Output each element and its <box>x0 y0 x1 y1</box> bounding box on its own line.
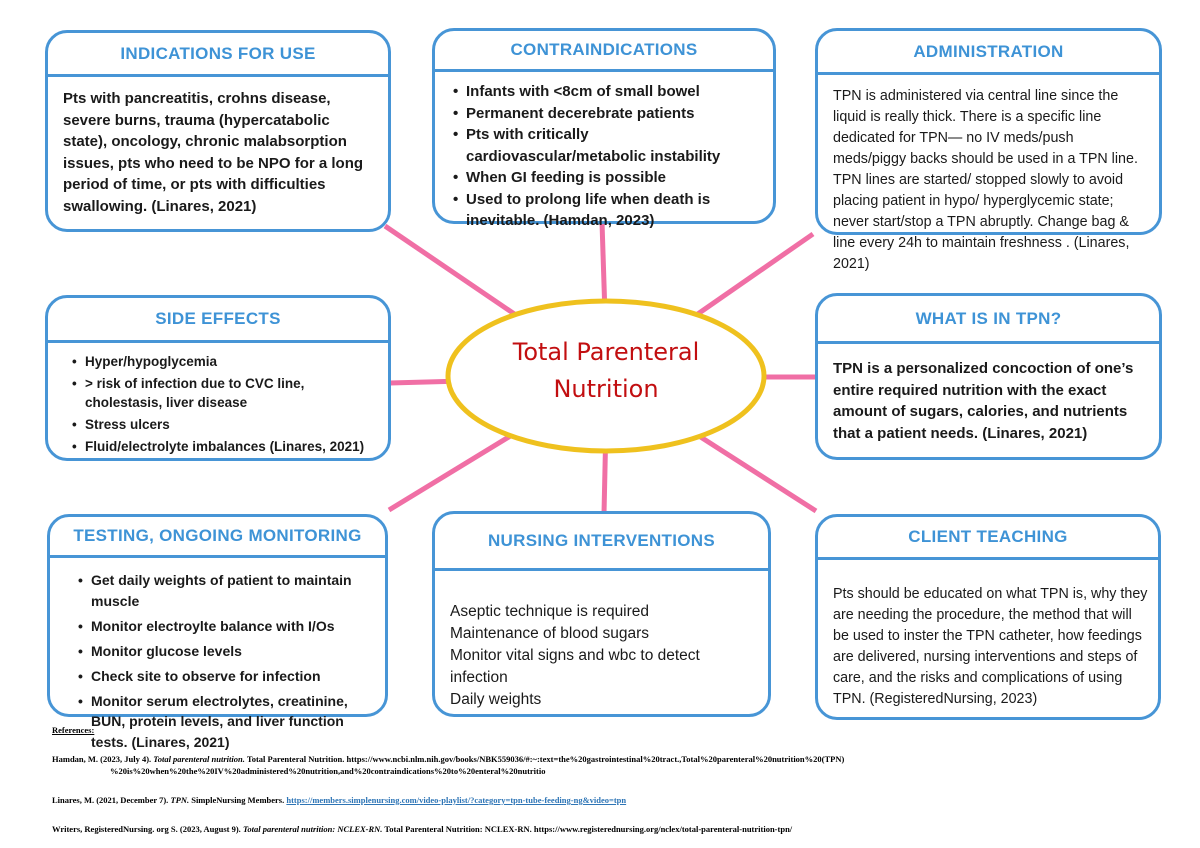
box-client-teaching: CLIENT TEACHING Pts should be educated o… <box>815 514 1161 720</box>
list-item: Pts with critically cardiovascular/metab… <box>451 124 765 167</box>
reference-text: Writers, RegisteredNursing. org S. (2023… <box>52 824 243 834</box>
reference-linares: Linares, M. (2021, December 7). TPN. Sim… <box>52 794 1172 806</box>
list-item: > risk of infection due to CVC line, cho… <box>70 374 380 412</box>
list-item: Monitor glucose levels <box>76 641 377 662</box>
box-nursing-interventions: NURSING INTERVENTIONS Aseptic technique … <box>432 511 771 717</box>
list-item: When GI feeding is possible <box>451 167 765 189</box>
list-item: Fluid/electrolyte imbalances (Linares, 2… <box>70 437 380 456</box>
box-nursing-interventions-title: NURSING INTERVENTIONS <box>435 514 768 571</box>
box-contraindications-list: Infants with <8cm of small bowelPermanen… <box>435 72 773 232</box>
simplenursing-link[interactable]: https://members.simplenursing.com/video-… <box>286 795 627 805</box>
box-side-effects: SIDE EFFECTS Hyper/hypoglycemia > risk of… <box>45 295 391 461</box>
list-item: Used to prolong life when death is inevi… <box>451 189 765 232</box>
box-administration: ADMINISTRATION TPN is administered via c… <box>815 28 1162 272</box>
reference-hamdan-line1: Hamdan, M. (2023, July 4). Total parente… <box>52 753 1172 765</box>
reference-hamdan-line2: %20is%20when%20the%20IV%20administered%2… <box>110 766 546 776</box>
box-what-is-in-tpn-title: WHAT IS IN TPN? <box>818 296 1159 344</box>
list-item: Infants with <8cm of small bowel <box>451 81 765 103</box>
list-item: Aseptic technique is required <box>450 603 650 620</box>
reference-title-italic: Total parenteral nutrition: NCLEX-RN. <box>242 824 383 834</box>
box-client-teaching-title: CLIENT TEACHING <box>818 517 1158 560</box>
reference-text: Linares, M. (2021, December 7). <box>52 795 171 805</box>
list-item: Stress ulcers <box>70 415 380 434</box>
box-indications-body: Pts with pancreatitis, crohns disease, s… <box>63 90 364 215</box>
list-item: Monitor serum electrolytes, creatinine, … <box>76 691 377 753</box>
list-item: Permanent decerebrate patients <box>451 103 765 125</box>
list-item: Maintenance of blood sugars <box>450 625 650 642</box>
list-item: Monitor vital signs and wbc to detect in… <box>450 647 700 686</box>
reference-hamdan: Hamdan, M. (2023, July 4). Total parente… <box>52 753 1172 777</box>
box-testing-monitoring-list: Get daily weights of patient to maintain… <box>50 558 385 757</box>
reference-text: SimpleNursing Members. <box>189 795 287 805</box>
box-side-effects-title: SIDE EFFECTS <box>48 298 388 343</box>
references-section: References: Hamdan, M. (2023, July 4). T… <box>52 724 1172 835</box>
reference-text: Total Parenteral Nutrition. https://www.… <box>244 754 845 764</box>
box-side-effects-list: Hyper/hypoglycemia > risk of infection du… <box>48 343 388 459</box>
center-ellipse <box>445 298 767 454</box>
box-administration-title: ADMINISTRATION <box>818 31 1159 75</box>
list-item: Daily weights <box>450 691 542 708</box>
reference-title-italic: TPN. <box>170 795 190 805</box>
box-indications: INDICATIONS FOR USE Pts with pancreatiti… <box>45 30 391 232</box>
box-what-is-in-tpn: WHAT IS IN TPN? TPN is a personalized co… <box>815 293 1162 460</box>
list-item: Check site to observe for infection <box>76 666 377 687</box>
reference-text: Hamdan, M. (2023, July 4). <box>52 754 154 764</box>
references-heading: References: <box>52 725 95 735</box>
reference-writers: Writers, RegisteredNursing. org S. (2023… <box>52 823 1172 835</box>
reference-text: Total Parenteral Nutrition: NCLEX-RN. ht… <box>382 824 793 834</box>
box-contraindications-title: CONTRAINDICATIONS <box>435 31 773 72</box>
center-topic: Total Parenteral Nutrition <box>512 338 700 403</box>
box-testing-monitoring: TESTING, ONGOING MONITORING Get daily we… <box>47 514 388 750</box>
list-item: Hyper/hypoglycemia <box>70 352 380 371</box>
box-what-is-in-tpn-body: TPN is a personalized concoction of one’… <box>833 360 1134 442</box>
box-indications-title: INDICATIONS FOR USE <box>48 33 388 77</box>
reference-title-italic: Total parenteral nutrition. <box>153 754 245 764</box>
box-client-teaching-body: Pts should be educated on what TPN is, w… <box>833 586 1148 707</box>
box-testing-monitoring-title: TESTING, ONGOING MONITORING <box>50 517 385 558</box>
box-administration-body: TPN is administered via central line sin… <box>833 88 1138 272</box>
list-item: Monitor electroylte balance with I/Os <box>76 616 377 637</box>
box-contraindications: CONTRAINDICATIONS Infants with <8cm of s… <box>432 28 776 229</box>
list-item: Get daily weights of patient to maintain… <box>76 570 377 611</box>
